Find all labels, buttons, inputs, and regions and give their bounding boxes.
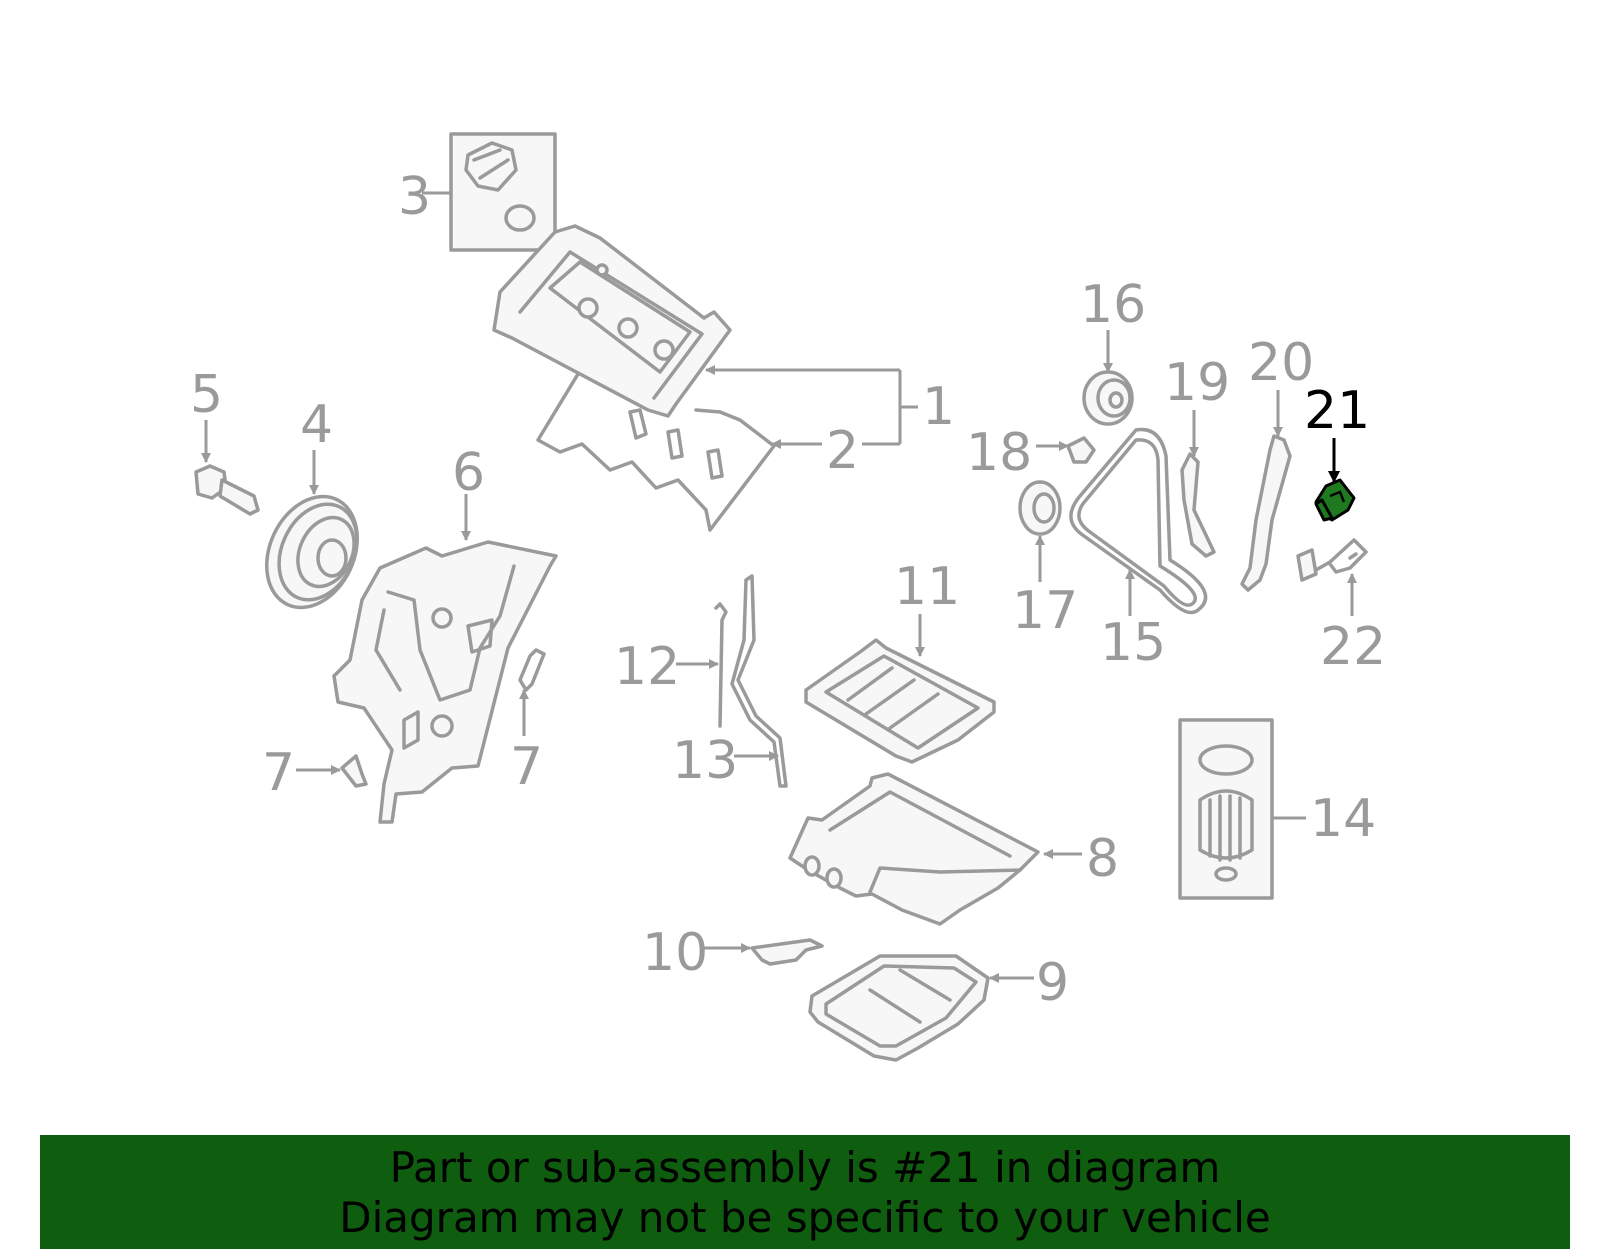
banner-part-text: Part or sub-assembly is #21 in diagram [389,1143,1221,1192]
callout-19: 19 [1164,353,1230,413]
callout-1: 1 [922,377,955,437]
callout-15: 15 [1100,613,1166,673]
info-banner: Part or sub-assembly is #21 in diagram D… [40,1135,1570,1249]
callout-12: 12 [614,637,680,697]
callout-20: 20 [1248,333,1314,393]
callout-7-left: 7 [262,743,295,803]
callout-4: 4 [300,395,333,455]
banner-disclaimer-text: Diagram may not be specific to your vehi… [339,1193,1271,1242]
part-16-idler [1082,370,1134,426]
callout-5: 5 [190,365,223,425]
part-11-baffle [804,638,996,764]
part-18-small [1066,436,1096,464]
part-12-dipstick [714,602,728,728]
callout-2: 2 [826,421,859,481]
leader-1-2-bracket [705,365,918,449]
part-8-oil-pan-upper [788,772,1040,926]
callout-16: 16 [1080,275,1146,335]
part-14-oil-filter [1178,718,1274,900]
callout-9: 9 [1036,953,1069,1013]
callout-22: 22 [1320,617,1386,677]
part-10-gasket [750,938,824,966]
part-5-bolt [194,464,260,516]
callout-17: 17 [1012,581,1078,641]
callout-18: 18 [966,423,1032,483]
callout-7-right: 7 [510,737,543,797]
callout-3: 3 [398,167,431,227]
part-7-seal-right [518,648,546,692]
part-3-oil-filler-cap [449,132,557,252]
part-19-chain-guide [1180,452,1216,558]
part-15-timing-chain [1069,427,1208,615]
part-22-bracket [1296,538,1368,582]
part-17-sprocket [1018,480,1062,536]
part-21-tensioner-highlighted [1314,478,1356,522]
part-1-valve-cover [492,224,732,418]
part-7-seal-left [340,754,368,788]
callout-13: 13 [672,731,738,791]
callout-14: 14 [1310,789,1376,849]
callout-10: 10 [642,923,708,983]
callout-21-highlighted: 21 [1304,381,1370,441]
part-20-chain-guide [1240,434,1292,592]
callout-8: 8 [1086,829,1119,889]
part-9-oil-pan-lower [808,954,990,1062]
part-13-dipstick-tube [730,574,788,788]
callout-11: 11 [894,557,960,617]
part-6-timing-cover [332,540,558,824]
callout-6: 6 [452,443,485,503]
part-2-gasket [536,372,776,532]
part-4-crank-pulley [264,494,360,610]
